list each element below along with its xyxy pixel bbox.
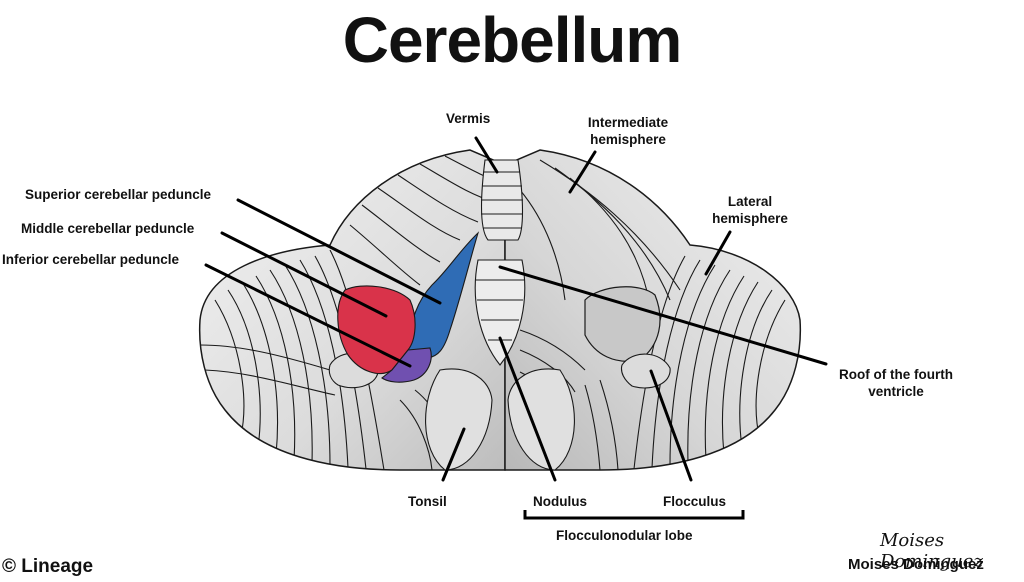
label-superior-peduncle: Superior cerebellar peduncle [25, 187, 212, 202]
leader-superior-peduncle [236, 198, 442, 305]
label-flocculonodular-lobe: Flocculonodular lobe [556, 528, 693, 543]
left-tonsil [425, 368, 493, 471]
label-flocculus: Flocculus [663, 494, 727, 509]
leader-middle-peduncle [220, 231, 388, 318]
vermis [481, 159, 524, 241]
label-lateral-hemisphere: Lateral hemisphere [712, 194, 788, 226]
leader-vermis [474, 136, 499, 174]
diagram-title: Cerebellum [342, 4, 683, 76]
label-nodulus: Nodulus [533, 494, 587, 509]
author-name: Moises Dominguez [848, 556, 984, 573]
roof-fourth-ventricle [584, 286, 661, 362]
leader-roof [498, 265, 828, 366]
leader-tonsil [441, 427, 466, 482]
label-roof-fourth-ventricle: Roof of the fourth ventricle [839, 367, 953, 399]
author-signature: Moises Dominguez [880, 530, 983, 572]
leader-intermediate [568, 150, 597, 194]
label-inferior-peduncle: Inferior cerebellar peduncle [2, 252, 180, 267]
copyright-lineage: © Lineage [2, 556, 94, 577]
label-tonsil: Tonsil [408, 494, 447, 509]
label-vermis: Vermis [446, 111, 491, 126]
nodulus [474, 259, 526, 366]
flocculonodular-bracket [523, 510, 745, 520]
leader-flocculus [649, 369, 693, 482]
right-folia [519, 159, 786, 470]
leader-inferior-peduncle [204, 263, 412, 368]
label-intermediate-hemisphere: Intermediate hemisphere [587, 115, 669, 147]
leader-lateral [704, 230, 732, 276]
label-middle-peduncle: Middle cerebellar peduncle [21, 221, 195, 236]
right-flocculus [620, 353, 671, 389]
leader-lines [204, 136, 828, 482]
leader-nodulus [498, 336, 557, 482]
right-tonsil [507, 368, 575, 471]
